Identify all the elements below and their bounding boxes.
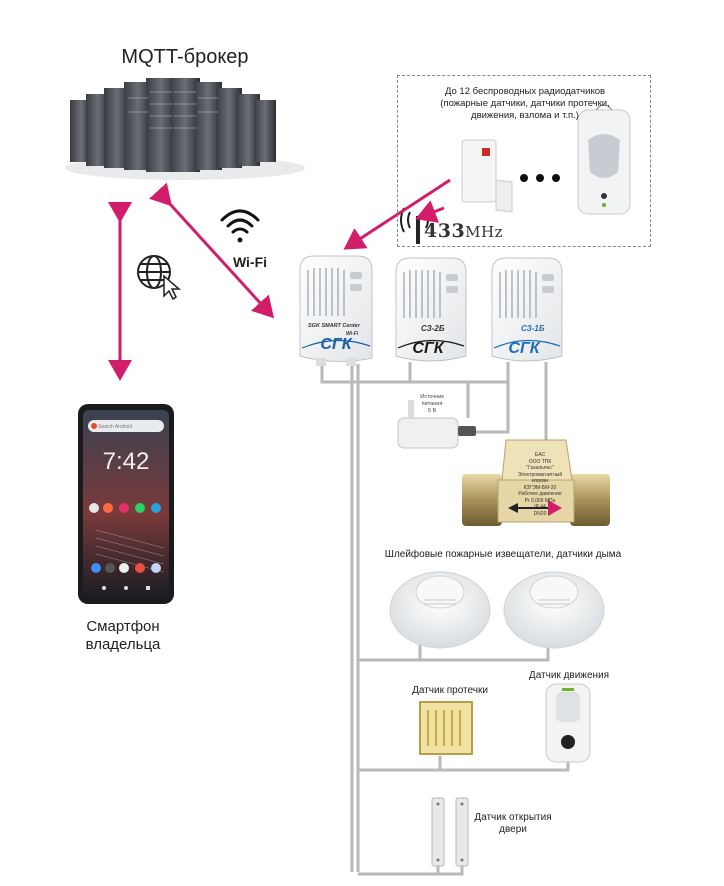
mqtt-broker-title: MQTT-брокер xyxy=(121,46,249,68)
controller-model-sz2b: СЗ-2Б xyxy=(421,324,445,333)
controller-brand-3: СГК xyxy=(508,340,540,357)
controller-wifi-badge: Wi-Fi xyxy=(346,331,359,337)
controller-model-sz1b: СЗ-1Б xyxy=(521,324,545,333)
leak-sensor-icon xyxy=(419,701,473,755)
solenoid-valve-icon xyxy=(462,439,610,526)
valve-label-text: ЕАС ООО ТПК "Газальянс" Электромагнитный… xyxy=(517,452,563,517)
controller-sz1b xyxy=(491,257,563,362)
frequency-label: 433MHz xyxy=(424,220,504,242)
wiring xyxy=(320,362,570,876)
controller-brand-2: СГК xyxy=(412,340,444,357)
wireless-motion-sensor-icon xyxy=(577,104,631,215)
wireless-sensors-box xyxy=(397,75,651,247)
smoke-detectors-caption: Шлейфовые пожарные извещатели, датчики д… xyxy=(384,549,622,560)
ellipsis-dots xyxy=(520,174,560,182)
power-supply-caption: Источник питания 5 В xyxy=(420,394,444,414)
wireless-door-sensor-icon xyxy=(461,139,513,213)
door-sensor-caption: Датчик открытия двери xyxy=(474,812,552,835)
controller-brand-1: СГК xyxy=(320,336,352,353)
smartphone-icon xyxy=(78,404,174,604)
door-sensor-icon xyxy=(431,797,469,867)
wireless-sensors-caption: До 12 беспроводных радиодатчиков (пожарн… xyxy=(440,86,610,121)
wifi-icon xyxy=(220,209,260,243)
wifi-label: Wi-Fi xyxy=(232,254,268,270)
globe-cursor-icon xyxy=(137,255,182,301)
leak-sensor-caption: Датчик протечки xyxy=(412,685,488,696)
phone-clock: 7:42 xyxy=(102,448,150,475)
motion-sensor-icon xyxy=(545,683,591,763)
phone-search-bar-text: Search Android xyxy=(98,424,133,430)
controller-smart-center xyxy=(299,255,373,366)
smoke-detector-icon-2 xyxy=(503,571,605,649)
controller-sz2b xyxy=(395,257,467,362)
server-rack-icon xyxy=(65,78,305,180)
smartphone-caption: Смартфон владельца xyxy=(85,618,161,653)
controller-model-smart-center: SGK SMART Center xyxy=(308,323,360,329)
smoke-detector-icon xyxy=(389,571,491,649)
power-adapter-icon xyxy=(397,400,476,449)
connection-arrows xyxy=(108,178,451,381)
motion-sensor-caption: Датчик движения xyxy=(528,670,610,681)
